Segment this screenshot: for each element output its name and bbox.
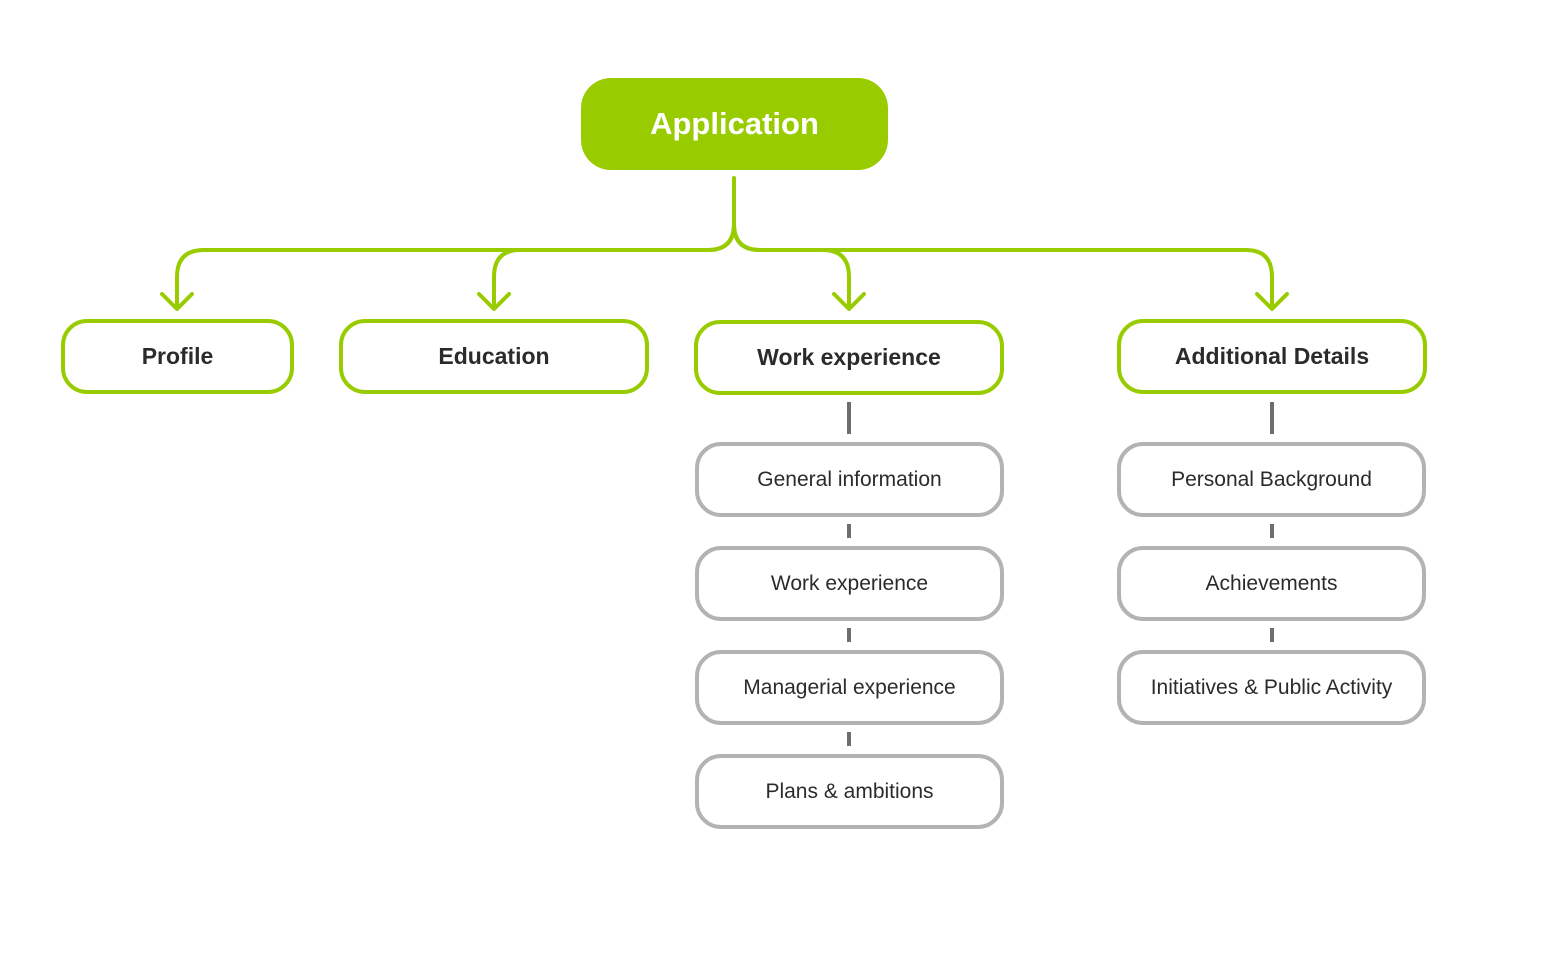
arrowhead-profile: [160, 292, 194, 311]
arrowhead-additional: [1255, 292, 1289, 311]
connector-to-additional: [732, 222, 1274, 310]
subnode-plans-ambitions: Plans & ambitions: [695, 754, 1004, 829]
subnode-general-information: General information: [695, 442, 1004, 517]
root-label: Application: [650, 106, 819, 141]
subnode-label: Work experience: [770, 571, 929, 595]
category-node-work-experience: Work experience: [694, 320, 1004, 395]
connector-to-work: [732, 222, 851, 310]
connector-to-profile: [175, 222, 736, 310]
subnode-label: Personal Background: [1171, 467, 1372, 491]
subnode-managerial-experience: Managerial experience: [695, 650, 1004, 725]
subnode-label: Managerial experience: [743, 675, 956, 699]
subnode-personal-background: Personal Background: [1117, 442, 1426, 517]
subnode-label: General information: [757, 467, 942, 491]
subnode-work-experience: Work experience: [695, 546, 1004, 621]
subnode-label: Initiatives & Public Activity: [1150, 675, 1393, 699]
category-node-education: Education: [339, 319, 649, 394]
category-node-profile: Profile: [61, 319, 294, 394]
connector-to-education: [492, 222, 736, 310]
category-label: Profile: [141, 343, 214, 369]
category-label: Education: [438, 343, 550, 369]
subnode-label: Achievements: [1205, 571, 1338, 595]
arrowhead-work: [832, 292, 866, 311]
subnode-label: Plans & ambitions: [765, 779, 934, 803]
subnode-achievements: Achievements: [1117, 546, 1426, 621]
subnode-initiatives-public-activity: Initiatives & Public Activity: [1117, 650, 1426, 725]
root-node-application: Application: [581, 78, 888, 170]
category-label: Work experience: [757, 344, 941, 370]
category-label: Additional Details: [1174, 343, 1370, 369]
arrowhead-education: [477, 292, 511, 311]
category-node-additional-details: Additional Details: [1117, 319, 1427, 394]
